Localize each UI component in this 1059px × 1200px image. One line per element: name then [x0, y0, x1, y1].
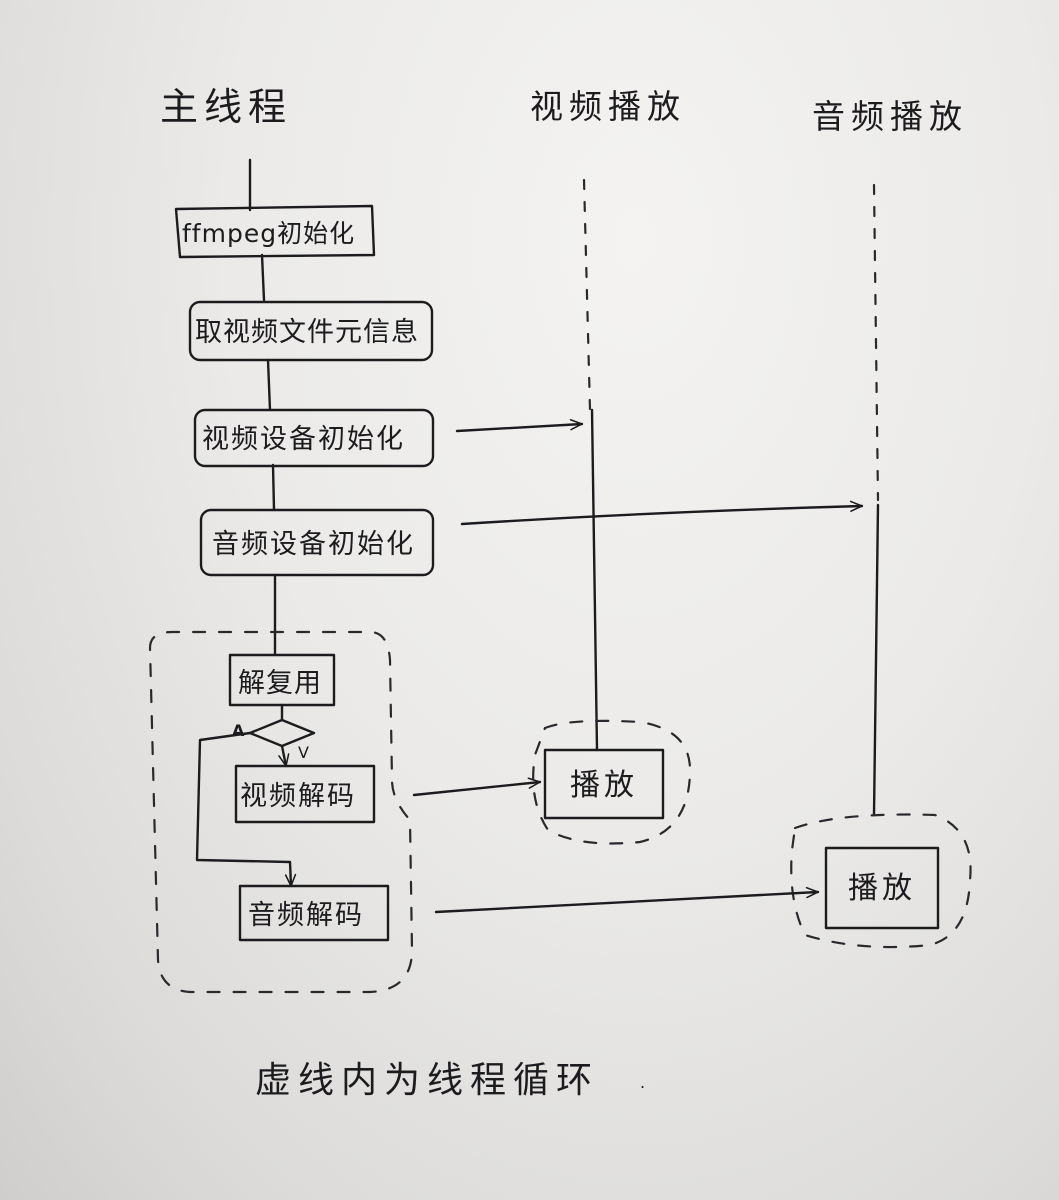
audio-device-init-label: 音频设备初始化: [212, 529, 415, 560]
video-decode-box: 视频解码: [234, 764, 376, 824]
branch-v-label: V: [298, 743, 309, 762]
video-device-init-label: 视频设备初始化: [202, 424, 405, 455]
main-thread-line: [248, 158, 277, 657]
video-device-init-box: 视频设备初始化: [193, 408, 435, 468]
audio-decode-box: 音频解码: [238, 884, 390, 942]
v-branch-line: [278, 744, 290, 768]
video-play-box: 播放: [543, 748, 665, 820]
video-loop-boundary: [532, 719, 692, 845]
main-loop-boundary: [148, 630, 414, 994]
note-stray-dot: .: [640, 1073, 645, 1092]
audio-thread-idle-line: [872, 183, 880, 502]
video-play-label: 播放: [570, 768, 638, 803]
video-frame-arrow: [412, 777, 542, 797]
audio-play-label: 播放: [848, 871, 916, 906]
loop-note: 虚线内为线程循环: [255, 1060, 599, 1101]
video-decode-label: 视频解码: [240, 781, 356, 812]
audio-playback-header: 音频播放: [812, 97, 968, 136]
audio-decode-label: 音频解码: [248, 900, 364, 931]
demux-box: 解复用: [228, 653, 336, 707]
video-thread-active-line: [590, 408, 599, 752]
audio-init-arrow: [460, 500, 864, 526]
audio-device-init-box: 音频设备初始化: [199, 508, 435, 577]
audio-loop-boundary: [790, 813, 972, 949]
branch-a-label: A: [232, 721, 245, 740]
read-metadata-box: 取视频文件元信息: [188, 300, 434, 362]
audio-thread-active-line: [872, 503, 880, 817]
ffmpeg-init-label: ffmpeg初始化: [182, 219, 355, 248]
video-thread-idle-line: [582, 178, 592, 412]
main-thread-header: 主线程: [160, 85, 292, 129]
ffmpeg-init-box: ffmpeg初始化: [174, 204, 376, 259]
read-metadata-label: 取视频文件元信息: [195, 317, 419, 348]
audio-frame-arrow: [434, 886, 820, 914]
video-init-arrow: [455, 418, 584, 433]
audio-play-box: 播放: [824, 846, 940, 930]
demux-label: 解复用: [238, 668, 322, 699]
a-branch-line: [195, 731, 297, 888]
video-playback-header: 视频播放: [530, 87, 686, 126]
